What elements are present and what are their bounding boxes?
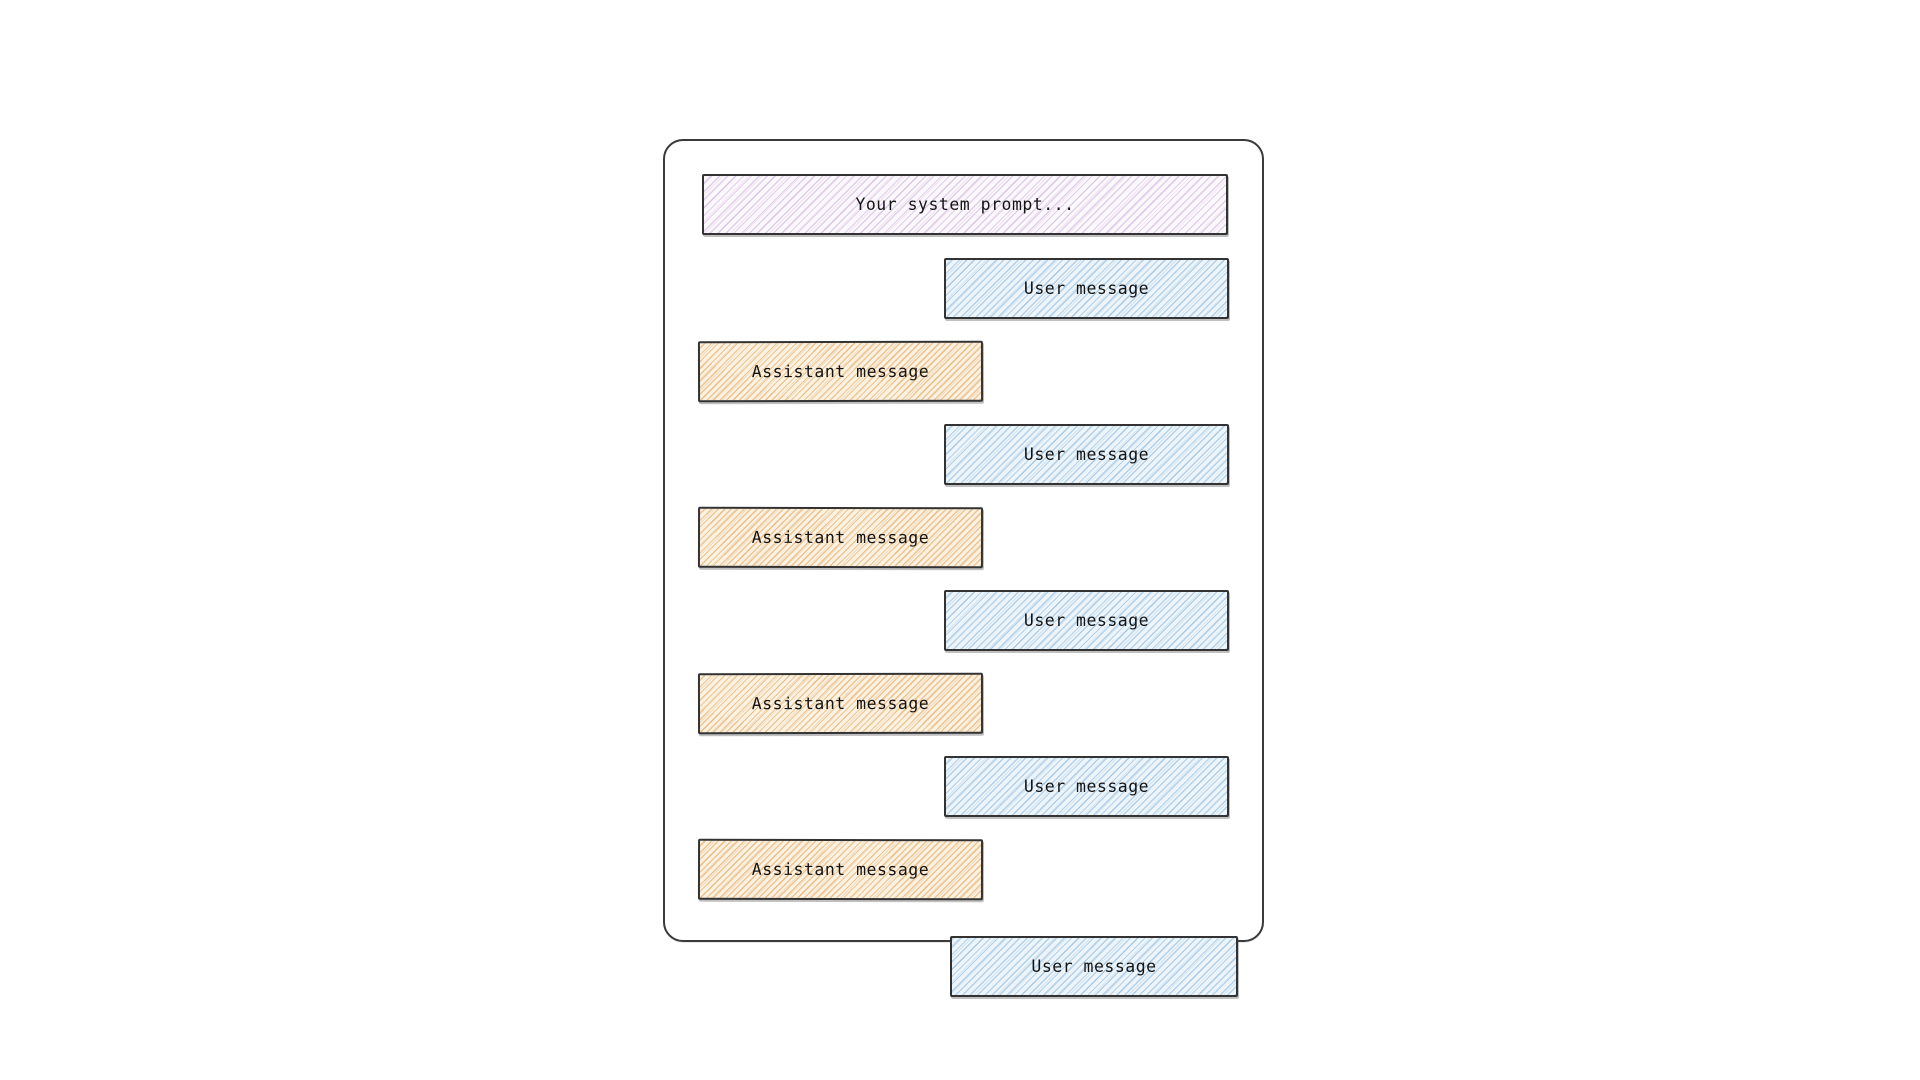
user-message-node-4: User message bbox=[944, 756, 1229, 817]
user-message-node-1: User message bbox=[944, 258, 1229, 319]
assistant-message-node-2: Assistant message bbox=[697, 506, 984, 569]
user-message-node-2: User message bbox=[944, 424, 1229, 485]
assistant-message-node-1: Assistant message bbox=[697, 340, 984, 403]
assistant-message-node-4: Assistant message bbox=[697, 838, 984, 901]
user-message-node-3: User message bbox=[944, 590, 1229, 651]
user-message-node-5-outside: User message bbox=[950, 936, 1238, 997]
assistant-message-node-3: Assistant message bbox=[697, 672, 984, 735]
system-prompt-node: Your system prompt... bbox=[702, 174, 1228, 235]
